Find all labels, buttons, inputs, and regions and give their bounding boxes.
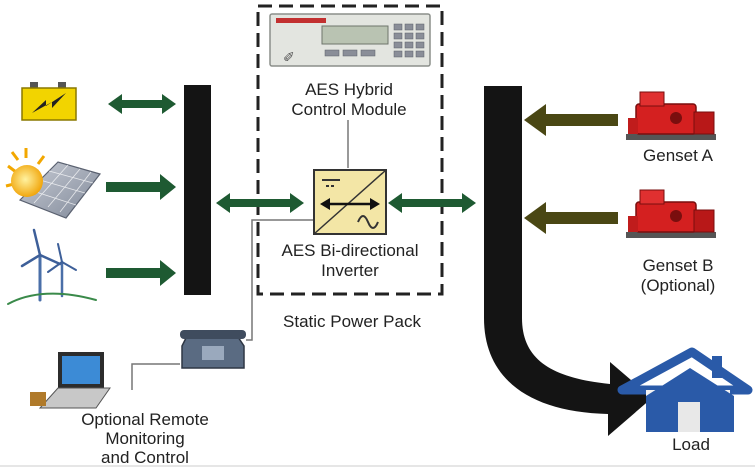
load-label: Load bbox=[672, 435, 710, 454]
svg-text:✐: ✐ bbox=[283, 50, 295, 66]
battery-bus-arrow bbox=[108, 94, 176, 114]
battery-icon bbox=[21, 82, 77, 121]
remote-monitoring-label: Optional Remote Monitoring and Control bbox=[81, 410, 209, 467]
house-icon bbox=[617, 347, 753, 432]
laptop-icon bbox=[30, 352, 111, 409]
telephone-icon bbox=[180, 330, 246, 369]
genset-icon bbox=[626, 91, 716, 140]
power-pack-label: Static Power Pack bbox=[283, 312, 421, 331]
genset-a-arrow bbox=[524, 104, 618, 136]
wind-bus-arrow bbox=[106, 260, 176, 286]
genset-b-arrow bbox=[524, 202, 618, 234]
control-module-icon: ✐ bbox=[269, 13, 431, 67]
ac-bus-bar bbox=[484, 86, 652, 436]
laptop-phone-line bbox=[131, 363, 180, 390]
genset-b-label: Genset B (Optional) bbox=[640, 256, 716, 295]
wind-turbine-icon bbox=[7, 228, 97, 305]
power-pack-boundary bbox=[256, 4, 444, 296]
remote-link-line bbox=[246, 219, 314, 341]
control-module-label: AES Hybrid Control Module bbox=[291, 80, 407, 119]
genset-icon bbox=[626, 189, 716, 238]
inverter-icon bbox=[313, 169, 387, 235]
inverter-ac-arrow bbox=[388, 193, 476, 213]
solar-bus-arrow bbox=[106, 174, 176, 200]
genset-a-label: Genset A bbox=[643, 146, 713, 165]
dc-inverter-arrow bbox=[216, 193, 304, 213]
solar-panel-icon bbox=[5, 148, 102, 219]
inverter-label: AES Bi-directional Inverter bbox=[281, 241, 419, 280]
dc-bus-bar bbox=[184, 85, 211, 295]
